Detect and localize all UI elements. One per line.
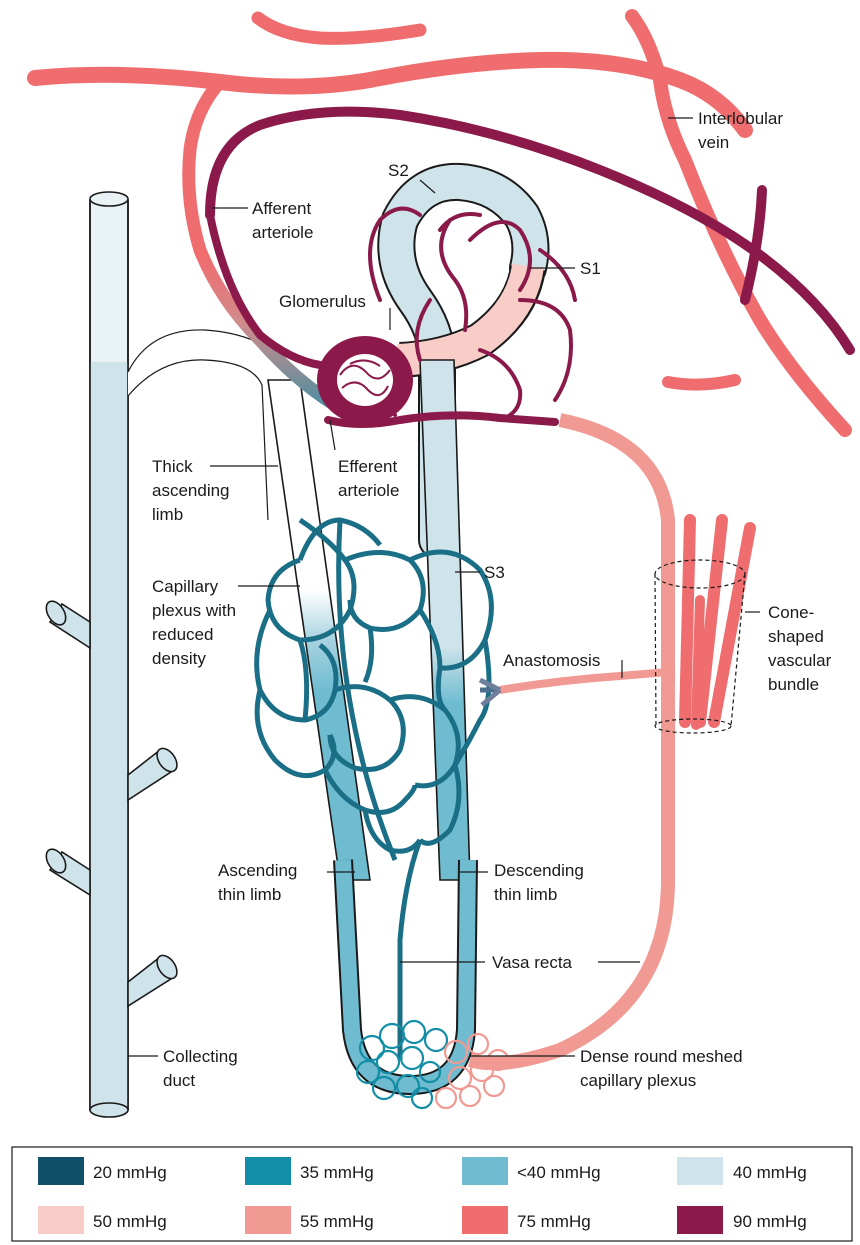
legend-label: 40 mmHg: [733, 1163, 807, 1182]
proximal-tubule: [396, 182, 530, 880]
legend-swatch: [462, 1157, 508, 1185]
label-cone-4: bundle: [768, 675, 819, 694]
label-efferent-arteriole-2: arteriole: [338, 481, 399, 500]
legend-label: <40 mmHg: [517, 1163, 601, 1182]
label-cone-2: shaped: [768, 627, 824, 646]
label-capillary-plexus-1: Capillary: [152, 577, 219, 596]
label-thick-ascending-2: ascending: [152, 481, 230, 500]
label-descending-thin-2: thin limb: [494, 885, 557, 904]
legend-label: 20 mmHg: [93, 1163, 167, 1182]
label-efferent-arteriole-1: Efferent: [338, 457, 398, 476]
label-afferent-arteriole-1: Afferent: [252, 199, 312, 218]
legend-swatch: [38, 1157, 84, 1185]
label-glomerulus: Glomerulus: [279, 292, 366, 311]
legend-label: 90 mmHg: [733, 1212, 807, 1231]
legend-swatch: [462, 1206, 508, 1234]
legend-label: 75 mmHg: [517, 1212, 591, 1231]
label-dense-plexus-2: capillary plexus: [580, 1071, 696, 1090]
glomerulus: [317, 336, 413, 424]
legend-label: 35 mmHg: [300, 1163, 374, 1182]
label-s1: S1: [580, 259, 601, 278]
label-capillary-plexus-2: plexus with: [152, 601, 236, 620]
label-capillary-plexus-3: reduced: [152, 625, 213, 644]
label-dense-plexus-1: Dense round meshed: [580, 1047, 743, 1066]
label-s3: S3: [484, 563, 505, 582]
legend-swatch: [245, 1157, 291, 1185]
label-anastomosis: Anastomosis: [503, 651, 600, 670]
label-collecting-duct-1: Collecting: [163, 1047, 238, 1066]
legend-swatch: [677, 1206, 723, 1234]
label-vasa-recta: Vasa recta: [492, 953, 573, 972]
label-descending-thin-1: Descending: [494, 861, 584, 880]
legend-label: 50 mmHg: [93, 1212, 167, 1231]
legend-swatch: [245, 1206, 291, 1234]
label-ascending-thin-1: Ascending: [218, 861, 297, 880]
label-cone-1: Cone-: [768, 603, 814, 622]
label-interlobular-vein-2: vein: [698, 133, 729, 152]
legend-label: 55 mmHg: [300, 1212, 374, 1231]
label-interlobular-vein-1: Interlobular: [698, 109, 783, 128]
label-s2: S2: [388, 161, 409, 180]
label-afferent-arteriole-2: arteriole: [252, 223, 313, 242]
label-thick-ascending-1: Thick: [152, 457, 193, 476]
label-ascending-thin-2: thin limb: [218, 885, 281, 904]
label-capillary-plexus-4: density: [152, 649, 206, 668]
legend: 20 mmHg 35 mmHg <40 mmHg 40 mmHg 50 mmHg…: [12, 1147, 852, 1241]
label-collecting-duct-2: duct: [163, 1071, 195, 1090]
legend-swatch: [38, 1206, 84, 1234]
label-cone-3: vascular: [768, 651, 832, 670]
legend-swatch: [677, 1157, 723, 1185]
label-thick-ascending-3: limb: [152, 505, 183, 524]
